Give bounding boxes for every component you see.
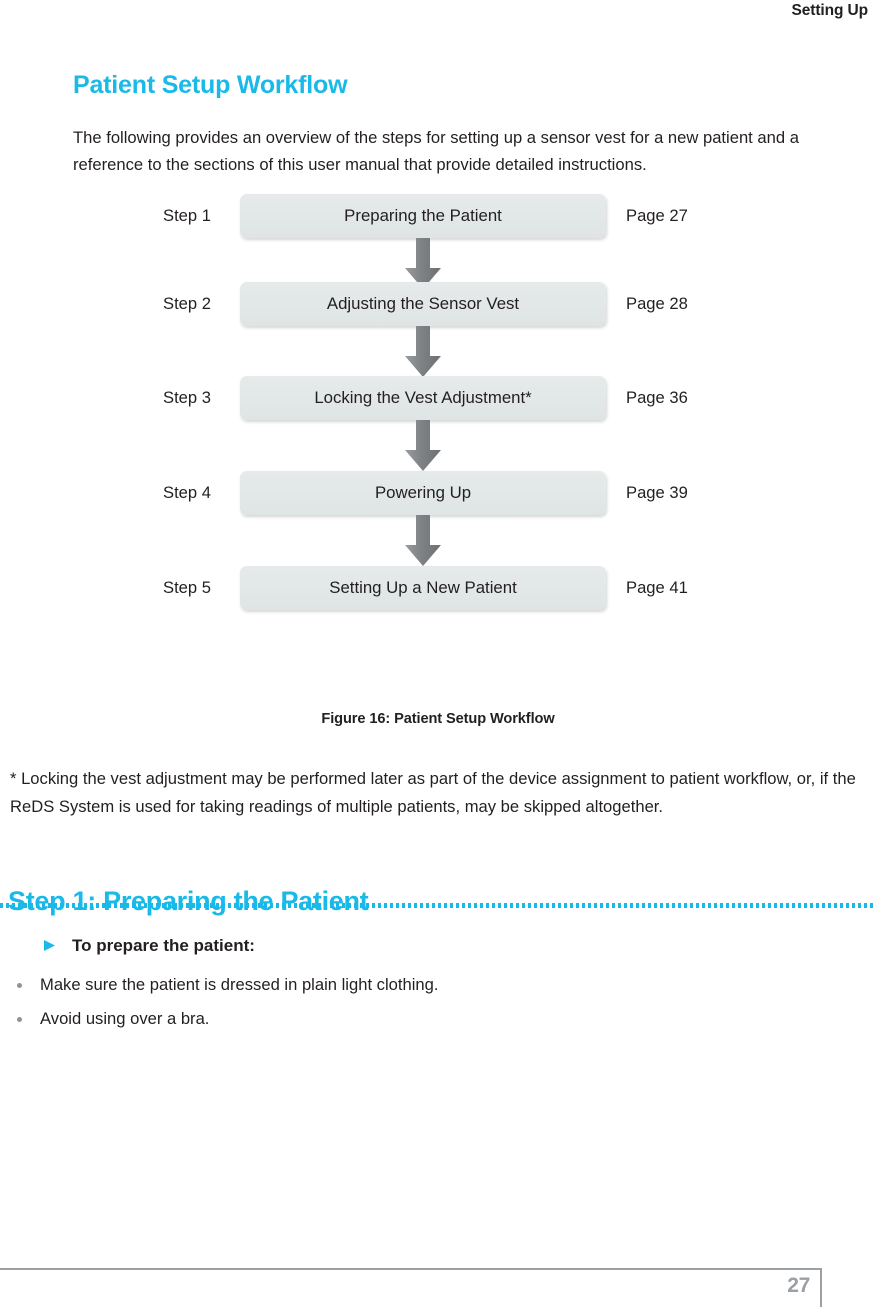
patient-setup-workflow-flowchart: Step 1 Preparing the Patient Page 27 Ste… xyxy=(0,194,876,634)
flow-step-number-2: Step 2 xyxy=(163,294,211,313)
flow-page-ref-2: Page 28 xyxy=(626,294,688,313)
flow-page-ref-1: Page 27 xyxy=(626,206,688,225)
running-header-text: Setting Up xyxy=(791,2,869,19)
flow-step-number-5: Step 5 xyxy=(163,578,211,597)
flow-box-label-3: Locking the Vest Adjustment* xyxy=(314,388,532,407)
bullet-dot-icon xyxy=(17,1017,22,1022)
page-title: Patient Setup Workflow xyxy=(73,70,348,99)
flow-box-step-1[interactable]: Preparing the Patient xyxy=(240,194,606,238)
procedure-lead-text: To prepare the patient: xyxy=(72,936,255,955)
heading-dotted-divider xyxy=(0,903,876,908)
flow-step-number-1: Step 1 xyxy=(163,206,211,225)
list-item-text: Make sure the patient is dressed in plai… xyxy=(40,975,439,994)
flow-arrow-down-icon-3 xyxy=(401,420,445,472)
flow-step-number-4: Step 4 xyxy=(163,483,211,502)
procedure-lead-in: To prepare the patient: xyxy=(43,936,255,956)
flow-step-number-3: Step 3 xyxy=(163,388,211,407)
triangle-right-icon xyxy=(43,939,56,952)
flow-row-step-3: Step 3 Locking the Vest Adjustment* Page… xyxy=(0,376,876,420)
flow-row-step-4: Step 4 Powering Up Page 39 xyxy=(0,471,876,515)
flow-page-ref-3: Page 36 xyxy=(626,388,688,407)
footer-page-number: 27 xyxy=(787,1274,810,1297)
flow-page-ref-5: Page 41 xyxy=(626,578,688,597)
flow-arrow-down-icon-2 xyxy=(401,326,445,378)
flow-row-step-1: Step 1 Preparing the Patient Page 27 xyxy=(0,194,876,238)
flow-row-step-2: Step 2 Adjusting the Sensor Vest Page 28 xyxy=(0,282,876,326)
flow-box-label-4: Powering Up xyxy=(374,483,472,502)
flow-box-label-5: Setting Up a New Patient xyxy=(329,578,517,597)
figure-caption: Figure 16: Patient Setup Workflow xyxy=(321,711,555,727)
list-item: Avoid using over a bra. xyxy=(8,1006,848,1032)
flow-box-step-3[interactable]: Locking the Vest Adjustment* xyxy=(240,376,606,420)
flow-box-label-2: Adjusting the Sensor Vest xyxy=(326,294,520,313)
flow-box-step-2[interactable]: Adjusting the Sensor Vest xyxy=(240,282,606,326)
flow-box-label-1: Preparing the Patient xyxy=(344,206,502,225)
flow-box-step-4[interactable]: Powering Up xyxy=(240,471,606,515)
flow-row-step-5: Step 5 Setting Up a New Patient Page 41 xyxy=(0,566,876,610)
flow-box-step-5[interactable]: Setting Up a New Patient xyxy=(240,566,606,610)
footnote-text: * Locking the vest adjustment may be per… xyxy=(10,768,856,816)
flow-arrow-down-icon-1 xyxy=(401,238,445,290)
step-section-heading: Step 1: Preparing the Patient xyxy=(8,886,369,917)
bullet-dot-icon xyxy=(17,983,22,988)
list-item: Make sure the patient is dressed in plai… xyxy=(8,972,848,998)
list-item-text: Avoid using over a bra. xyxy=(40,1009,210,1028)
flow-arrow-down-icon-4 xyxy=(401,515,445,567)
intro-paragraph: The following provides an overview of th… xyxy=(73,127,799,174)
page-running-header: Setting Up xyxy=(0,0,876,26)
footer-divider xyxy=(0,1268,822,1270)
footer-corner-tick xyxy=(820,1268,822,1307)
instruction-bullet-list: Make sure the patient is dressed in plai… xyxy=(8,972,848,1040)
flow-page-ref-4: Page 39 xyxy=(626,483,688,502)
